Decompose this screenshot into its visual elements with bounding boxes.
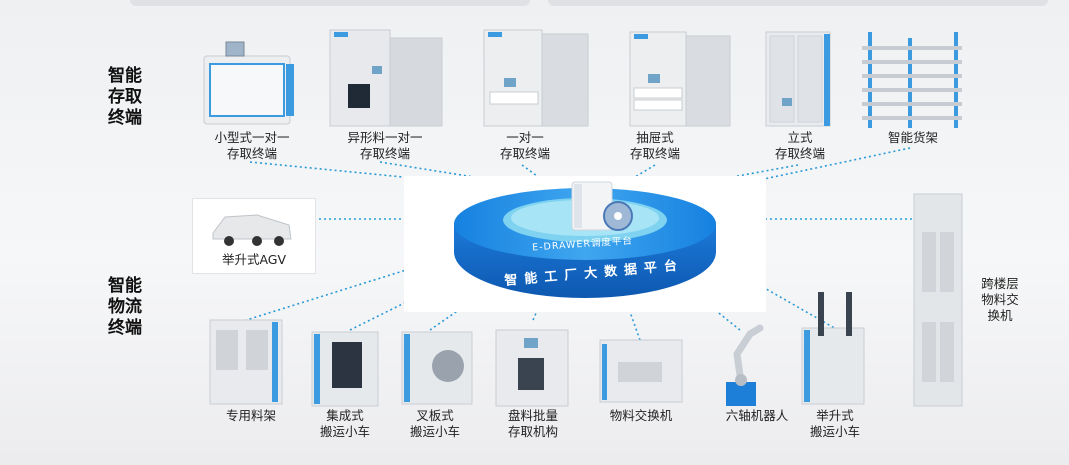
platform-disc-icon: [454, 181, 716, 298]
material-exchanger-icon: [598, 338, 684, 409]
material-rack-icon: [206, 316, 286, 411]
six-axis-robot-icon: [712, 318, 768, 413]
reel-batch-machine-icon: [494, 328, 570, 413]
small-storage-label: 小型式一对一 存取终端: [214, 130, 290, 161]
logistics-section-title: 智能 物流 终端: [108, 276, 142, 338]
fork-cart-label: 叉板式 搬运小车: [409, 408, 460, 439]
lift-cart-label: 举升式 搬运小车: [809, 408, 860, 439]
top-divider-left: [130, 0, 530, 6]
one-to-one-storage-machine-icon: [482, 28, 592, 133]
six-axis-robot-label: 六轴机器人: [725, 408, 789, 423]
drawer-storage-machine-icon: [628, 30, 734, 133]
line-shelf: [664, 147, 911, 201]
storage-section-title: 智能 存取 终端: [108, 66, 142, 128]
line-drawer: [619, 164, 656, 187]
smart-shelf-icon: [858, 30, 968, 135]
integrated-cart-label: 集成式 搬运小车: [319, 408, 370, 439]
material-rack-label: 专用料架: [225, 408, 276, 423]
cross-floor-exchanger-label: 跨楼层 物料交 换机: [981, 276, 1019, 323]
irregular-storage-machine-icon: [328, 28, 446, 133]
integrated-cart-icon: [310, 322, 382, 413]
irregular-storage-label: 异形料一对一 存取终端: [347, 130, 423, 161]
one-to-one-storage-label: 一对一 存取终端: [499, 130, 550, 161]
agv-card: 举升式AGV: [192, 198, 316, 274]
smart-shelf-label: 智能货架: [887, 130, 938, 145]
vertical-storage-label: 立式 存取终端: [774, 130, 825, 161]
reel-batch-label: 盘料批量 存取机构: [507, 408, 558, 439]
agv-label: 举升式AGV: [221, 252, 287, 267]
hub-panel: E-DRAWER调度平台 智能工厂大数据平台: [404, 176, 766, 312]
fork-cart-icon: [400, 320, 476, 411]
top-divider-right: [548, 0, 1048, 6]
vertical-storage-machine-icon: [764, 30, 836, 133]
cross-floor-exchanger-icon: [912, 192, 964, 413]
small-storage-machine-icon: [200, 38, 300, 131]
lift-cart-icon: [800, 290, 870, 411]
line-lift-cart: [704, 253, 839, 331]
material-exchanger-label: 物料交换机: [609, 408, 673, 423]
drawer-storage-label: 抽屉式 存取终端: [629, 130, 680, 161]
agv-vehicle-icon: [212, 214, 292, 246]
